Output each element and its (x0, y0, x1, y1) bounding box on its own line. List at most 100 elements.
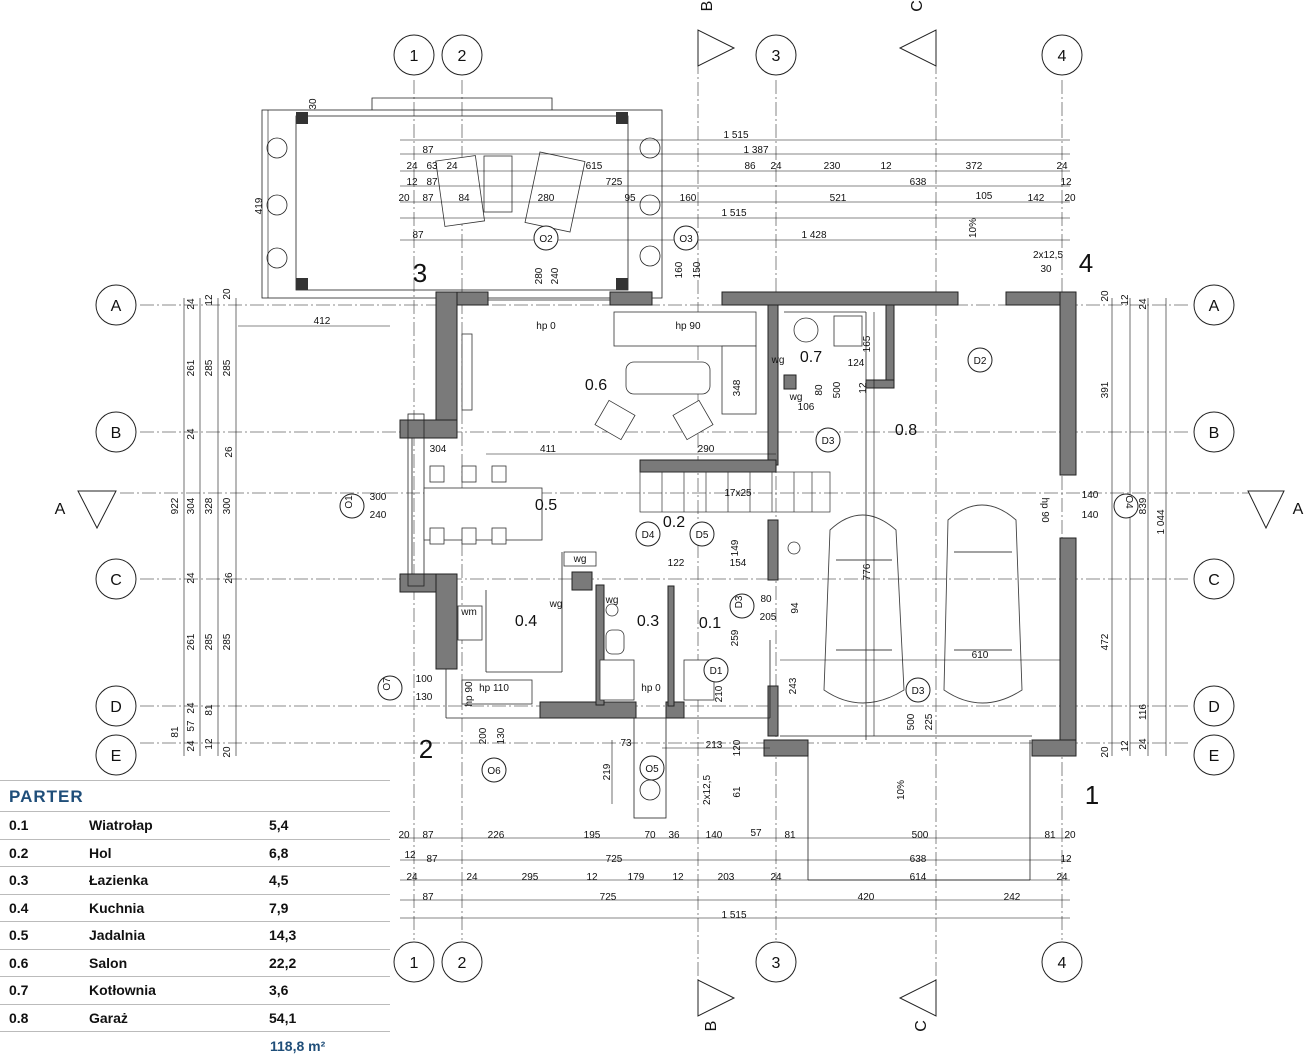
dimension-text: 24 (186, 298, 197, 310)
dimension-text: 1 515 (721, 910, 746, 921)
dimension-text: 87 (422, 193, 434, 204)
dimension-text: 160 (680, 193, 697, 204)
dimension-text: 124 (848, 358, 865, 369)
section-mark-A-left: A (55, 501, 66, 518)
room-name: Salon (89, 954, 128, 971)
dimension-text: 348 (732, 379, 743, 396)
dimension-text: 179 (628, 872, 645, 883)
dimension-text: 261 (186, 359, 197, 376)
dimension-text: 95 (624, 193, 636, 204)
room-name: Kotłownia (89, 982, 156, 999)
opening-D1: D1 (710, 666, 723, 677)
room-area: 22,2 (269, 954, 297, 971)
dimension-text: 725 (600, 892, 617, 903)
dimension-text: 94 (790, 602, 801, 614)
room-name: Jadalnia (89, 927, 146, 944)
axis-bubble-A-left: A (111, 298, 122, 315)
opening-D2: D2 (974, 356, 987, 367)
dimension-text: 1 387 (743, 145, 768, 156)
room-number: 0.3 (637, 613, 659, 630)
dimension-text: 100 (416, 674, 433, 685)
dimension-text: 776 (862, 563, 873, 580)
dimension-text: 87 (422, 145, 434, 156)
axis-bubble-3-top: 3 (772, 48, 781, 65)
dimension-text: 165 (862, 335, 873, 352)
dimension-text: 472 (1100, 633, 1111, 650)
dimension-text: 230 (824, 161, 841, 172)
axis-bubble-C-right: C (1208, 572, 1220, 589)
level-label: hp 90 (1039, 497, 1050, 522)
dimension-text: 200 (478, 727, 489, 744)
dimension-text: 86 (744, 161, 756, 172)
dimension-text: 285 (222, 359, 233, 376)
opening-O3: O3 (679, 234, 693, 245)
dimension-text: 12 (406, 177, 418, 188)
dimension-text: 63 (426, 161, 438, 172)
duct-label: wg (771, 355, 785, 366)
dimension-text: 87 (422, 892, 434, 903)
dimension-text: 20 (1064, 193, 1076, 204)
section-arrow-icon (697, 29, 736, 67)
dimension-text: 73 (620, 738, 632, 749)
legend-title: PARTER (0, 780, 390, 811)
dimension-text: 1 515 (721, 208, 746, 219)
dimension-text: 725 (606, 177, 623, 188)
dimension-text: 120 (732, 739, 743, 756)
opening-D3: D3 (734, 595, 745, 608)
room-area: 14,3 (269, 927, 297, 944)
room-number: 0.4 (9, 899, 29, 916)
axis-bubbles: 1 2 3 4 1 2 3 4 A B C D E A B C D E (95, 34, 1235, 983)
room-number: 0.3 (9, 872, 29, 889)
legend-total-area: 118,8 m² (0, 1031, 390, 1054)
dimension-text: 610 (972, 650, 989, 661)
dimension-text: 500 (832, 381, 843, 398)
dimension-text: 261 (186, 633, 197, 650)
room-name: Hol (89, 844, 112, 861)
dimension-text: 280 (538, 193, 555, 204)
dimension-text: 300 (222, 497, 233, 514)
dimension-text: 20 (222, 288, 233, 300)
dimension-text: 226 (488, 830, 505, 841)
dimension-text: 243 (788, 677, 799, 694)
axis-bubble-4-bottom: 4 (1058, 955, 1067, 972)
dimension-text: 140 (1082, 490, 1099, 501)
dimension-text: 225 (924, 713, 935, 730)
dimension-text: 12 (1120, 294, 1131, 306)
dimension-text: 203 (718, 872, 735, 883)
dimension-text: 149 (730, 539, 741, 556)
dimension-text: 372 (966, 161, 983, 172)
dimension-text: 24 (770, 161, 782, 172)
opening-D3: D3 (912, 686, 925, 697)
furniture (423, 311, 1023, 705)
dimension-text: 130 (496, 727, 507, 744)
dimension-text: 24 (186, 428, 197, 440)
dimension-text: 500 (906, 713, 917, 730)
dimension-text: 12 (1060, 854, 1072, 865)
dimension-text: 285 (204, 359, 215, 376)
dimension-text: 26 (224, 572, 235, 584)
dimension-text: 24 (466, 872, 478, 883)
dimension-texts: 1 515 1 387 87 24 63 24 615 86 24 230 12… (170, 98, 1167, 921)
dimension-text: 61 (732, 786, 743, 798)
dimension-text: 24 (1056, 872, 1068, 883)
dimension-text: 24 (770, 872, 782, 883)
dimension-text: 84 (458, 193, 470, 204)
room-area: 6,8 (269, 844, 289, 861)
dimension-text: 81 (1044, 830, 1056, 841)
section-arrow-icon (77, 490, 117, 530)
legend-row: 0.7 Kotłownia 3,6 (0, 976, 390, 1004)
axis-bubble-B-left: B (111, 425, 122, 442)
dimension-text: 922 (170, 497, 181, 514)
dimension-text: 12 (858, 382, 869, 394)
room-number: 0.5 (9, 927, 29, 944)
section-mark-A-right: A (1293, 501, 1304, 518)
dimension-text: 87 (422, 830, 434, 841)
duct-label: wg (549, 599, 563, 610)
dimension-text: 24 (186, 702, 197, 714)
dimension-text: 295 (522, 872, 539, 883)
interior-lines (407, 299, 1032, 881)
dimension-text: 242 (1004, 892, 1021, 903)
axis-bubble-A-right: A (1209, 298, 1220, 315)
step-label: 2x12,5 (702, 775, 713, 805)
axis-bubble-2-top: 2 (458, 48, 467, 65)
